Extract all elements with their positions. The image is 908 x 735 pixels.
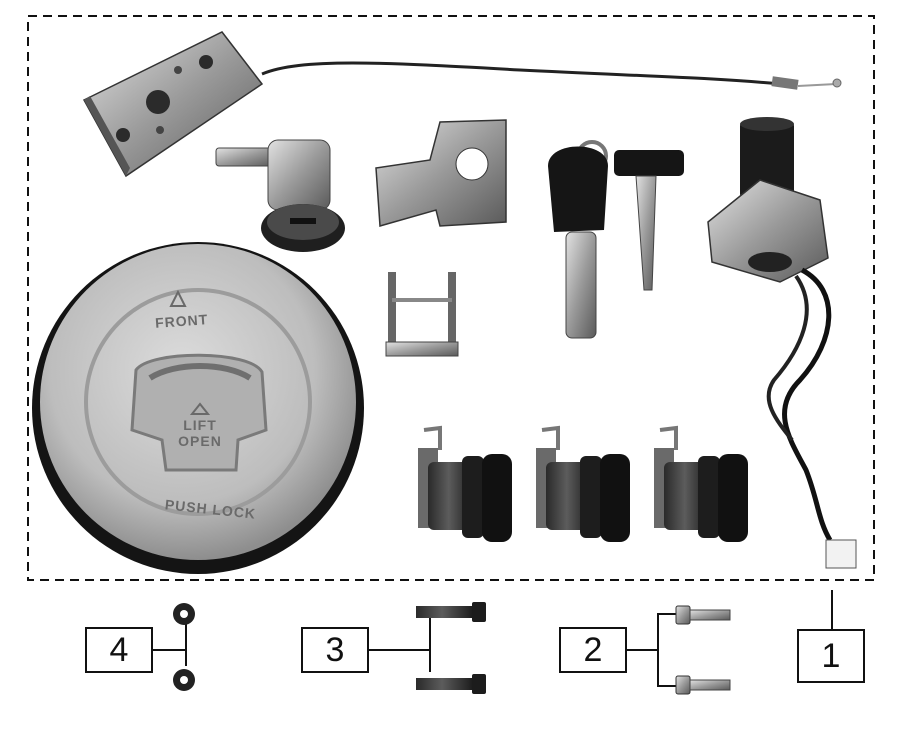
callout-2-bracket [657, 613, 676, 687]
ignition-key-blank [614, 150, 684, 291]
callout-4-box [85, 627, 153, 673]
cable-end-fitting [771, 76, 799, 90]
callout-2-box [559, 627, 627, 673]
spring-clip [385, 272, 459, 357]
release-cable [261, 61, 781, 86]
callout-3-box [301, 627, 369, 673]
callout-2-label: 2 [583, 631, 603, 669]
ignition-key-remote [548, 140, 608, 339]
lock-bracket [375, 119, 507, 227]
callout-1-label: 1 [821, 637, 841, 675]
long-bolt-top [416, 602, 486, 622]
fuel-cap [32, 242, 364, 574]
kit-boundary [27, 15, 875, 581]
cable-end-wire [797, 83, 837, 87]
callout-4-label: 4 [109, 631, 129, 669]
callout-1-box [797, 629, 865, 683]
seat-lock-plate [82, 31, 264, 178]
fuel-cap-lift-text: LIFT [183, 417, 217, 433]
fuel-cap-front-text: FRONT [155, 311, 209, 331]
ignition-switch [707, 117, 857, 569]
lock-cylinder-3 [654, 425, 748, 542]
seat-lock-cylinder [215, 139, 345, 252]
callout-3-label: 3 [325, 631, 345, 669]
lock-cylinder-2 [536, 425, 630, 542]
short-screw-top [675, 605, 731, 625]
lock-cylinder-1 [418, 425, 512, 542]
fuel-cap-open-text: OPEN [178, 433, 222, 449]
long-bolt-bottom [416, 674, 486, 694]
washer-top [173, 603, 195, 625]
short-screw-bottom [675, 675, 731, 695]
cable-end-ball [832, 78, 842, 88]
washer-bottom [173, 669, 195, 691]
